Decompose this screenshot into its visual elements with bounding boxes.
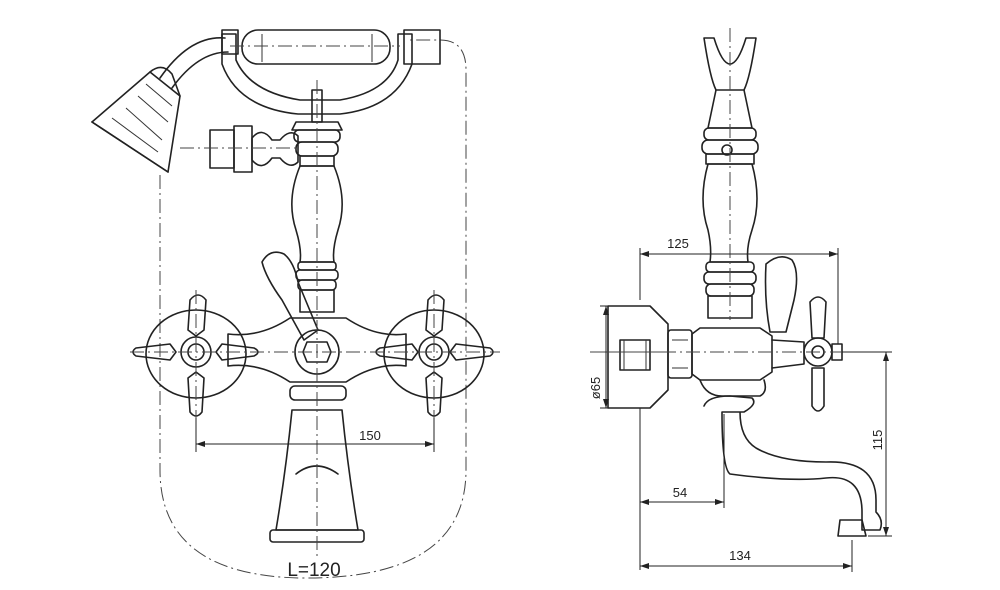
spout-length-label: L=120: [287, 560, 340, 581]
side-shower-fork: [703, 37, 757, 91]
side-wall-flange: [607, 305, 669, 409]
spout-collar: [289, 385, 347, 401]
side-body: [667, 327, 773, 397]
front-centerlines: [130, 45, 500, 560]
dim-150-label: 150: [359, 428, 381, 443]
dim-54-label: 54: [673, 485, 687, 500]
dim-115-label: 115: [870, 430, 885, 451]
mixer-body: [227, 317, 407, 383]
hose-connector: [209, 125, 299, 173]
side-view: 125 ø65 54 134 115: [588, 28, 892, 572]
dim-125: 125: [639, 236, 839, 344]
shower-head: [91, 66, 181, 173]
dim-125-label: 125: [667, 236, 689, 251]
shower-hose: [159, 37, 229, 89]
dim-134: 134: [640, 540, 853, 572]
diverter-lever: [261, 251, 319, 341]
dim-65: ø65: [588, 305, 640, 409]
side-cross-handle: [771, 296, 843, 412]
front-view: 150 L=120: [91, 29, 500, 581]
hose-loop-outline: [159, 39, 467, 579]
side-centerlines: [590, 28, 860, 353]
dim-65-label: ø65: [588, 377, 603, 399]
dim-134-label: 134: [729, 548, 751, 563]
side-diverter-lever: [764, 256, 798, 333]
dim-54: 54: [639, 408, 725, 570]
handset-cradle: [221, 29, 441, 115]
side-spout: [703, 395, 883, 531]
dim-115: 115: [842, 351, 892, 537]
dim-150: 150: [195, 418, 435, 452]
